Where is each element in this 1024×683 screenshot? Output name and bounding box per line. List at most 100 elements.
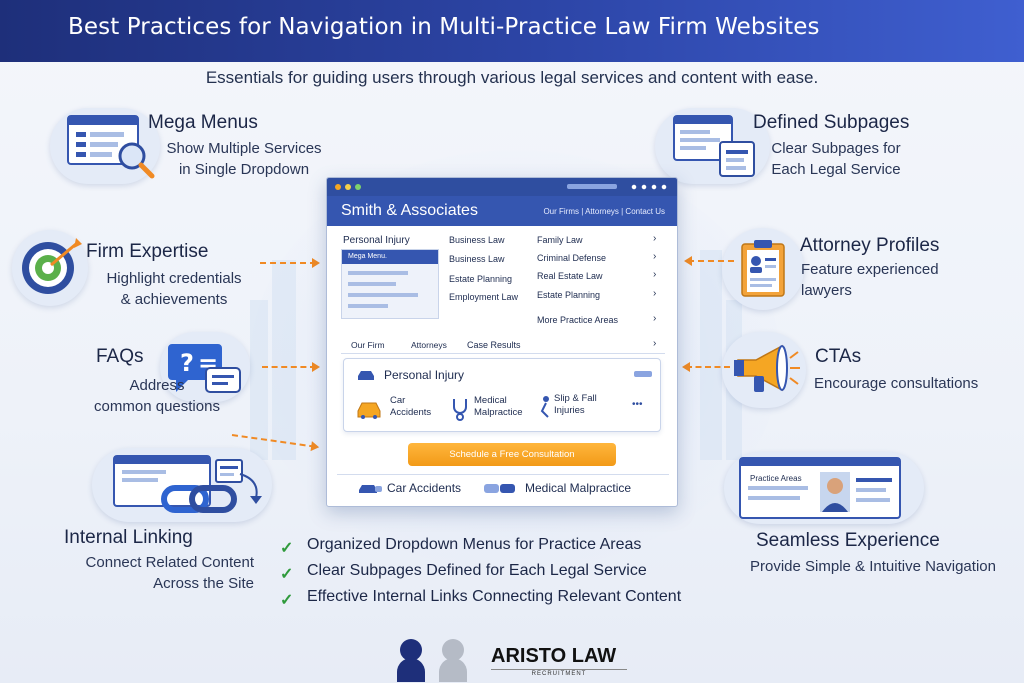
- menu-item[interactable]: Estate Planning: [449, 274, 513, 284]
- feature-desc-line: common questions: [94, 398, 220, 415]
- menu-item[interactable]: Estate Planning: [537, 290, 601, 300]
- chevron-right-icon[interactable]: ›: [653, 269, 657, 280]
- feature-attorney-desc: Feature experienced lawyers: [801, 259, 939, 301]
- practice-card: Personal Injury Car Accidents Medical Ma…: [343, 358, 661, 432]
- site-brand[interactable]: Smith & Associates: [341, 202, 478, 219]
- logo-tagline: RECRUITMENT: [491, 669, 627, 677]
- more-practice-areas[interactable]: More Practice Areas: [537, 315, 619, 325]
- chevron-right-icon[interactable]: ›: [653, 233, 657, 244]
- checklist-item: ✓ Clear Subpages Defined for Each Legal S…: [280, 562, 681, 588]
- menu-item[interactable]: Business Law: [449, 235, 505, 245]
- feature-desc-line: in Single Dropdown: [178, 161, 310, 178]
- mega-menu-icon: [67, 115, 155, 179]
- checklist-item: ✓Effective Internal Links Connecting Rel…: [280, 588, 681, 614]
- chain-link-icon: [113, 455, 262, 513]
- menu-item[interactable]: Criminal Defense: [537, 253, 607, 263]
- feature-title: Seamless Experience: [756, 530, 940, 551]
- logo-people-icon: [397, 639, 467, 682]
- more-dots-icon[interactable]: •••: [632, 399, 643, 410]
- card-item-line: Medical: [474, 395, 507, 406]
- bottom-divider: [337, 474, 669, 475]
- link-car-accidents[interactable]: Car Accidents: [387, 481, 462, 495]
- feature-mega-desc: Show Multiple Services in Single Dropdow…: [150, 138, 338, 180]
- window-dots-right: [629, 184, 669, 190]
- feature-desc-line: Connect Related Content: [85, 554, 254, 571]
- city-silhouette-left: [250, 300, 268, 460]
- mega-menu-panel: Mega Menu.: [341, 249, 439, 319]
- profile-label: Practice Areas: [750, 474, 802, 483]
- card-item-line: Slip & Fall: [554, 393, 597, 404]
- feature-desc-line: Feature experienced: [801, 261, 939, 278]
- feature-desc-line: & achievements: [120, 291, 228, 308]
- placeholder-line: [348, 293, 418, 297]
- card-item-line: Accidents: [390, 407, 432, 418]
- faq-chat-icon: ? =: [168, 344, 241, 393]
- target-icon: [22, 238, 82, 294]
- menu-item[interactable]: Business Law: [449, 254, 505, 264]
- tab-case-results[interactable]: Case Results: [467, 340, 521, 350]
- feature-expertise-desc: Highlight credentials & achievements: [88, 268, 260, 310]
- car-link-icon: [359, 485, 382, 493]
- page-title: Best Practices for Navigation in Multi-P…: [68, 14, 820, 40]
- stethoscope-icon: [453, 399, 467, 421]
- address-bar[interactable]: [567, 184, 617, 189]
- feature-defined-subpages: Defined Subpages: [753, 112, 909, 134]
- feature-desc-line: Across the Site: [153, 575, 254, 592]
- city-silhouette-left2: [272, 260, 296, 460]
- nav-attorneys[interactable]: Attorneys: [585, 207, 619, 216]
- tab-our-firm[interactable]: Our Firm: [351, 340, 385, 350]
- card-item-medical[interactable]: Medical Malpractice: [474, 395, 523, 419]
- feature-desc-line: Highlight credentials: [106, 270, 242, 287]
- nav-contact[interactable]: Contact Us: [625, 207, 665, 216]
- feature-internal-linking: Internal Linking: [64, 527, 193, 549]
- feature-faqs: FAQs: [96, 346, 144, 368]
- card-title[interactable]: Personal Injury: [384, 368, 465, 382]
- placeholder-line: [348, 271, 408, 275]
- feature-ctas: CTAs: [815, 346, 861, 368]
- feature-title: Internal Linking: [64, 527, 193, 548]
- menu-item[interactable]: Real Estate Law: [537, 271, 603, 281]
- checkmark-icon: ✓: [280, 566, 294, 583]
- checklist-text: Clear Subpages Defined for Each Legal Se…: [307, 562, 647, 579]
- card-item-car[interactable]: Car Accidents: [390, 395, 431, 419]
- feature-desc-line: Address: [129, 377, 185, 394]
- chevron-right-icon[interactable]: ›: [653, 288, 657, 299]
- feature-title: FAQs: [96, 346, 144, 367]
- menu-item[interactable]: Family Law: [537, 235, 583, 245]
- feature-desc-line: Each Legal Service: [771, 161, 901, 178]
- chevron-right-icon[interactable]: ›: [653, 338, 657, 349]
- tab-attorneys[interactable]: Attorneys: [411, 340, 447, 350]
- arrow-ctas: [682, 362, 730, 372]
- window-dot-red: [335, 184, 341, 190]
- checklist: ✓Organized Dropdown Menus for Practice A…: [280, 536, 681, 614]
- nav-our-firms[interactable]: Our Firms: [543, 207, 579, 216]
- svg-text:?: ?: [180, 349, 194, 377]
- feature-desc-line: lawyers: [801, 282, 852, 299]
- window-dot-yellow: [345, 184, 351, 190]
- chevron-right-icon[interactable]: ›: [653, 251, 657, 262]
- placeholder-line: [348, 282, 396, 286]
- schedule-consultation-button[interactable]: Schedule a Free Consultation: [408, 443, 616, 466]
- chevron-right-icon[interactable]: ›: [653, 313, 657, 324]
- feature-attorney-profiles: Attorney Profiles: [800, 235, 939, 257]
- subpages-icon: [673, 115, 755, 177]
- checkmark-icon: ✓: [280, 592, 294, 609]
- checkmark-icon: ✓: [280, 540, 294, 557]
- card-toolbar-icons: [634, 371, 652, 377]
- feature-desc-line: Encourage consultations: [814, 375, 979, 392]
- menu-item[interactable]: Employment Law: [449, 292, 519, 302]
- logo-name: ARISTO LAW: [491, 645, 617, 667]
- menu-personal-injury[interactable]: Personal Injury: [343, 235, 410, 246]
- profile-page-icon: [739, 457, 901, 519]
- clipboard-profile-icon: [741, 240, 785, 297]
- site-nav: Our Firms | Attorneys | Contact Us: [543, 207, 665, 216]
- feature-mega-menus: Mega Menus: [148, 112, 258, 134]
- link-medical-malpractice[interactable]: Medical Malpractice: [525, 481, 632, 495]
- feature-title: CTAs: [815, 346, 862, 367]
- card-item-line: Car: [390, 395, 406, 406]
- megaphone-icon: [734, 344, 800, 392]
- site-header: Smith & Associates Our Firms | Attorneys…: [327, 196, 677, 226]
- feature-internal-desc: Connect Related Content Across the Site: [62, 552, 254, 594]
- feature-title: Defined Subpages: [753, 112, 910, 133]
- card-item-slip[interactable]: Slip & Fall Injuries: [554, 393, 597, 417]
